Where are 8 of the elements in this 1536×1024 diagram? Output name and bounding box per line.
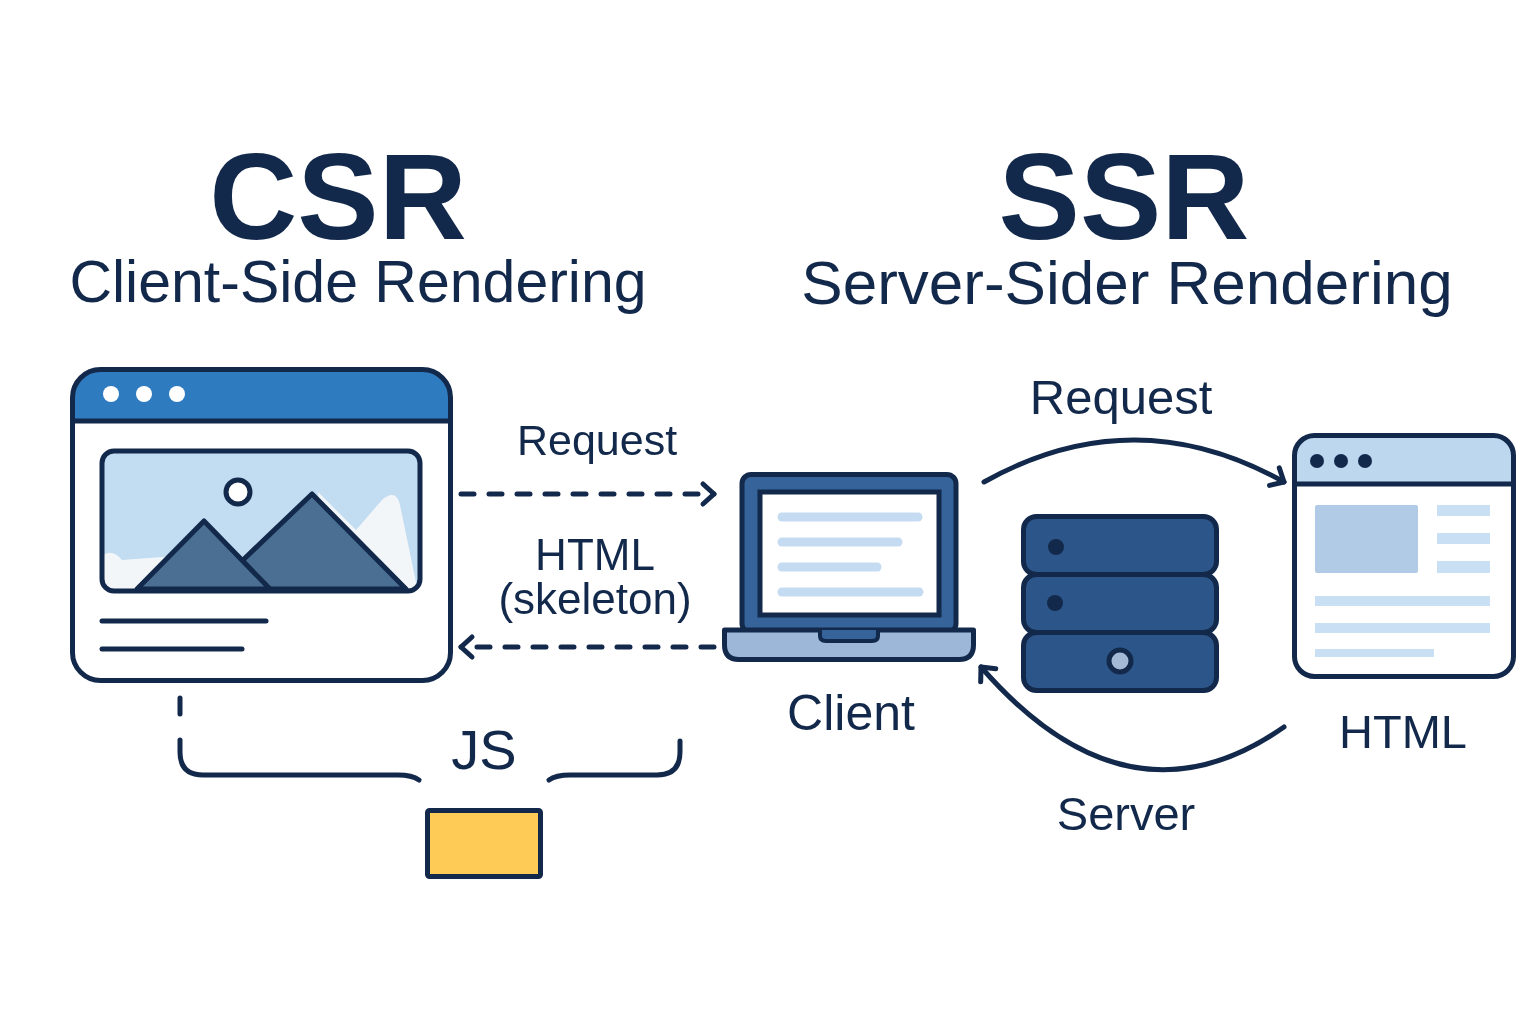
- node-label: HTML: [1339, 708, 1467, 755]
- dashed-arrow: [458, 481, 717, 507]
- curved-arrow: [978, 664, 1287, 773]
- node-label: Client: [787, 688, 915, 738]
- curved-arrow: [981, 437, 1287, 489]
- node-label: JS: [451, 722, 517, 778]
- heading: SSR: [998, 136, 1250, 258]
- dashed-arrow: [458, 634, 717, 660]
